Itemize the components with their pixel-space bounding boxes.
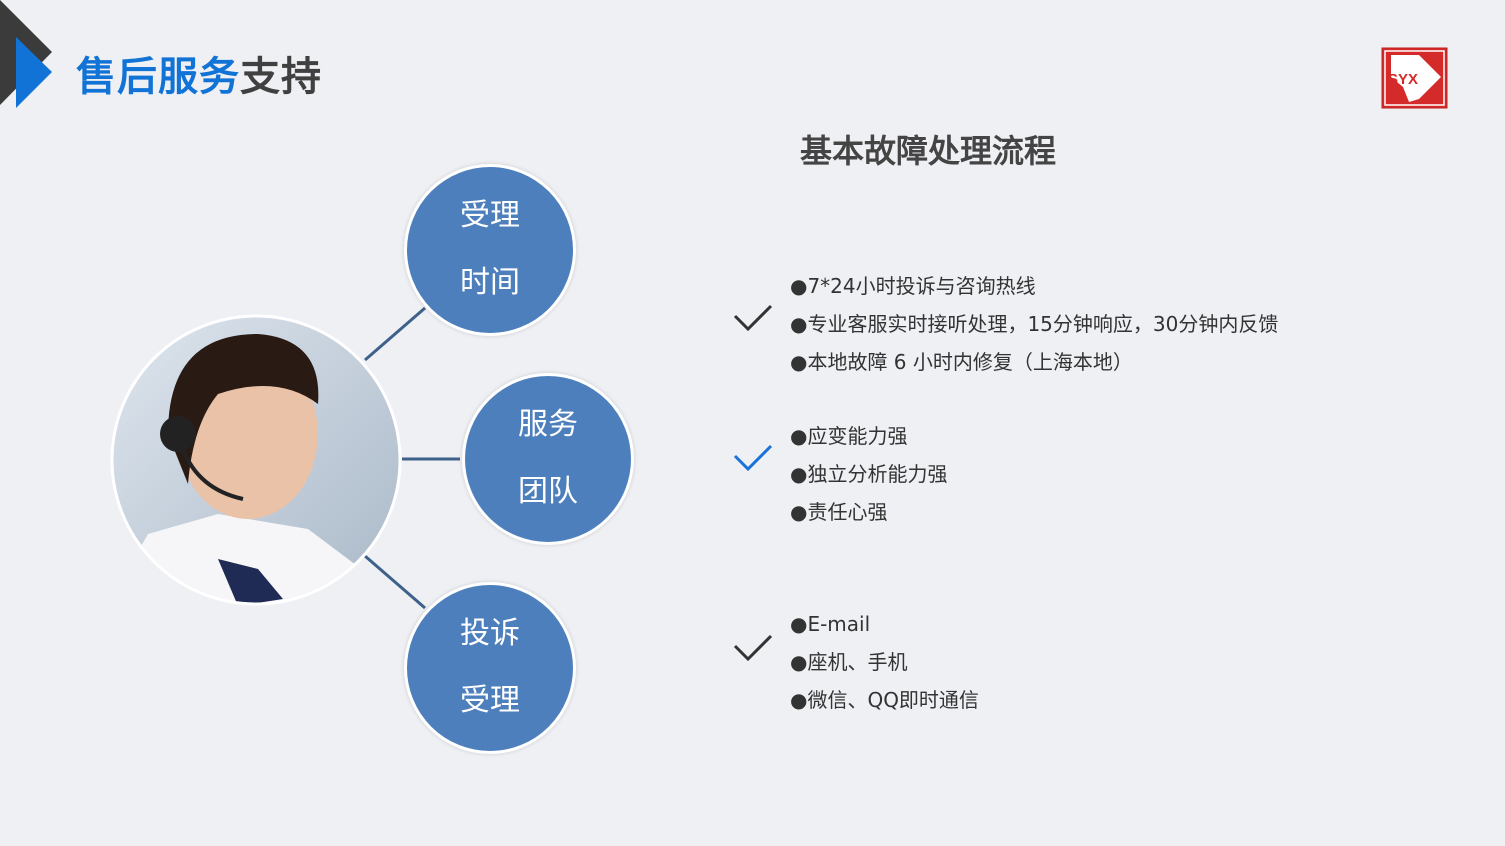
list-item: ●专业客服实时接听处理，15分钟响应，30分钟内反馈 (790, 312, 1279, 336)
title-blue: 售后服务 (76, 54, 240, 100)
support-agent-photo (110, 314, 402, 606)
list-item: ●微信、QQ即时通信 (790, 688, 979, 712)
svg-text:SYX: SYX (1388, 71, 1418, 88)
group-contact: ●E-mail ●座机、手机 ●微信、QQ即时通信 (790, 605, 979, 719)
node-complaint-handling: 投诉受理 (404, 582, 576, 754)
header-arrow-icon (0, 0, 52, 108)
node-label: 投诉 (460, 616, 520, 651)
list-item: ●独立分析能力强 (790, 462, 948, 486)
page-title: 售后服务支持 (76, 44, 322, 102)
syx-logo: SYX (1381, 47, 1448, 109)
title-dark: 支持 (240, 54, 322, 100)
node-label: 时间 (460, 265, 520, 300)
list-item: ●应变能力强 (790, 424, 908, 448)
list-item: ●7*24小时投诉与咨询热线 (790, 274, 1036, 298)
check-icon (733, 304, 773, 332)
section-title: 基本故障处理流程 (800, 132, 1057, 170)
group-team: ●应变能力强 ●独立分析能力强 ●责任心强 (790, 417, 947, 531)
check-icon (733, 634, 773, 662)
list-item: ●座机、手机 (790, 650, 908, 674)
node-label: 团队 (518, 474, 578, 509)
connector-lines (364, 306, 460, 610)
node-label: 受理 (460, 198, 520, 233)
group-hotline: ●7*24小时投诉与咨询热线 ●专业客服实时接听处理，15分钟响应，30分钟内反… (790, 267, 1278, 381)
list-item: ●本地故障 6 小时内修复（上海本地） (790, 350, 1133, 374)
check-icon (733, 444, 773, 472)
node-label: 受理 (460, 683, 520, 718)
node-service-team: 服务团队 (462, 373, 634, 545)
node-acceptance-time: 受理时间 (404, 164, 576, 336)
list-item: ●责任心强 (790, 500, 888, 524)
node-label: 服务 (518, 407, 578, 442)
list-item: ●E-mail (790, 612, 871, 636)
